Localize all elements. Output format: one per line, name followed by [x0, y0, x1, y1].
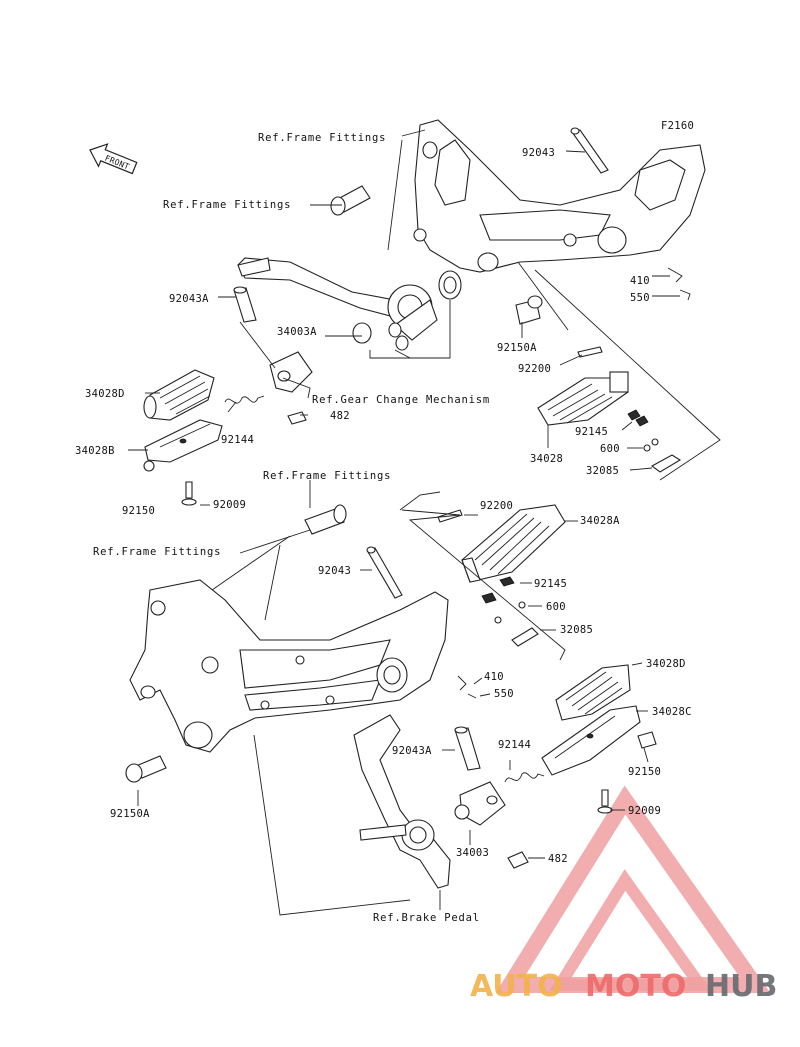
label-32085-top: 32085 [586, 465, 619, 477]
label-92144-top: 92144 [221, 434, 254, 446]
label-92200-bottom: 92200 [480, 500, 513, 512]
pin-92043-top [570, 127, 609, 174]
label-92150A-top: 92150A [497, 342, 537, 354]
label-550-bottom: 550 [494, 688, 514, 700]
ball-482-bottom [507, 851, 529, 869]
label-32085-bottom: 32085 [560, 624, 593, 636]
label-482-top: 482 [330, 410, 350, 422]
leader-lines [128, 129, 721, 916]
label-92200-top: 92200 [518, 363, 551, 375]
pin-92043-bottom [366, 546, 403, 599]
bolt-92150A-bottom [125, 755, 167, 783]
ref-frame-fittings-3: Ref.Frame Fittings [263, 470, 391, 482]
ball-600-top [643, 438, 659, 452]
label-600-top: 600 [600, 443, 620, 455]
screw-92009-left [181, 481, 197, 506]
label-34003A: 34003A [277, 326, 317, 338]
pin-92043A-top [233, 286, 257, 323]
ball-600-bottom [494, 601, 526, 624]
spring-92144-top [224, 395, 265, 404]
label-92043A-bottom: 92043A [392, 745, 432, 757]
ref-brake-pedal: Ref.Brake Pedal [373, 912, 480, 924]
label-92144-bottom: 92144 [498, 739, 531, 751]
spring-92144-bottom [504, 772, 545, 783]
label-34028A: 34028A [580, 515, 620, 527]
label-92145-top: 92145 [575, 426, 608, 438]
clip-410-top [667, 267, 691, 301]
label-92009-right: 92009 [628, 805, 661, 817]
collar-top [352, 270, 462, 351]
ref-frame-fittings-4: Ref.Frame Fittings [93, 546, 221, 558]
label-34028C: 34028C [652, 706, 692, 718]
watermark-auto: AUTO [470, 969, 563, 1004]
ref-frame-fittings-1: Ref.Frame Fittings [258, 132, 386, 144]
watermark-text: AUTO MOTO HUB [470, 969, 777, 1004]
label-34028D-top: 34028D [85, 388, 125, 400]
label-410-top: 410 [630, 275, 650, 287]
footpeg-34028A [461, 504, 566, 583]
label-34028: 34028 [530, 453, 563, 465]
bolt-92150-right [637, 731, 657, 749]
pin-92043A-bottom [454, 726, 481, 771]
label-600-bottom: 600 [546, 601, 566, 613]
spring-92145-top [627, 409, 649, 427]
footpeg-rubber-34028D-bottom [555, 664, 631, 721]
pin-92200-top [577, 346, 603, 358]
bolt-frame-bottom [304, 504, 347, 535]
plate-32085-bottom [511, 627, 539, 647]
link-34003 [454, 781, 506, 826]
spring-92145-bottom [481, 576, 515, 604]
watermark-moto: MOTO [585, 969, 686, 1004]
label-92009-left: 92009 [213, 499, 246, 511]
label-92150A-bottom: 92150A [110, 808, 150, 820]
label-92150-left: 92150 [122, 505, 155, 517]
footpeg-34028 [537, 371, 629, 426]
front-arrow-icon: FRONT [89, 143, 138, 175]
label-34003: 34003 [456, 847, 489, 859]
label-34028B: 34028B [75, 445, 115, 457]
label-410-bottom: 410 [484, 671, 504, 683]
diagram-code: F2160 [661, 120, 694, 132]
label-92150-right: 92150 [628, 766, 661, 778]
clip-410-bottom [457, 675, 477, 699]
shift-pedal [237, 257, 438, 341]
label-92145-bottom: 92145 [534, 578, 567, 590]
label-550-top: 550 [630, 292, 650, 304]
ball-482-top [287, 411, 307, 425]
footpeg-bracket-34028B [143, 419, 223, 472]
bottom-footpeg-bracket [129, 579, 449, 753]
watermark-hub: HUB [705, 969, 777, 1004]
watermark-logo [495, 785, 771, 993]
label-92043-bottom: 92043 [318, 565, 351, 577]
top-footpeg-bracket [413, 119, 706, 273]
footpeg-bracket-34028C [541, 705, 641, 776]
footpeg-rubber-34028D-top [143, 369, 215, 421]
brake-pedal [353, 714, 451, 889]
ref-gear-change: Ref.Gear Change Mechanism [312, 394, 490, 406]
bolt-92150A-top [515, 295, 543, 325]
ref-frame-fittings-2: Ref.Frame Fittings [163, 199, 291, 211]
label-34028D-bottom: 34028D [646, 658, 686, 670]
screw-92009-right [597, 789, 613, 814]
label-92043-top: 92043 [522, 147, 555, 159]
label-92043A-top: 92043A [169, 293, 209, 305]
label-482-bottom: 482 [548, 853, 568, 865]
plate-32085-top [650, 454, 682, 473]
link-34003A [269, 351, 313, 393]
bolt-frame-top [330, 185, 371, 216]
